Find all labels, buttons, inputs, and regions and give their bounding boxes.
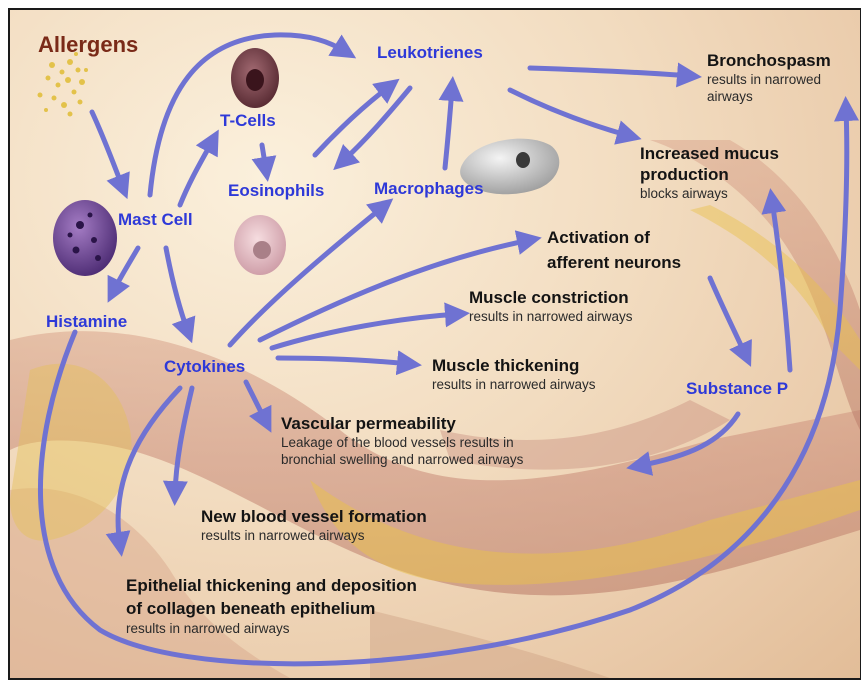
- vessel-desc: results in narrowed airways: [201, 527, 427, 544]
- eosinophil-icon: [234, 215, 286, 275]
- epithelial-desc: results in narrowed airways: [126, 620, 417, 637]
- vessel-block: New blood vessel formation results in na…: [201, 506, 427, 544]
- thickening-block: Muscle thickening results in narrowed ai…: [432, 355, 596, 393]
- cytokines-label: Cytokines: [164, 357, 245, 377]
- epithelial-title-line1: Epithelial thickening and deposition: [126, 574, 417, 598]
- diagram-frame: Allergens Mast Cell T-Cells Eosinophils …: [8, 8, 861, 680]
- bronchospasm-title: Bronchospasm: [707, 50, 857, 71]
- allergens-label: Allergens: [38, 32, 138, 58]
- thickening-desc: results in narrowed airways: [432, 376, 596, 393]
- mucus-title-line1: Increased mucus: [640, 143, 779, 164]
- constriction-desc: results in narrowed airways: [469, 308, 633, 325]
- constriction-title: Muscle constriction: [469, 287, 633, 308]
- constriction-block: Muscle constriction results in narrowed …: [469, 287, 633, 325]
- allergen-particles-icon: [38, 52, 89, 117]
- macrophages-label: Macrophages: [374, 179, 484, 199]
- mast-cell-icon: [53, 200, 117, 276]
- leukotrienes-label: Leukotrienes: [377, 43, 483, 63]
- mucus-block: Increased mucus production blocks airway…: [640, 143, 779, 202]
- vascular-block: Vascular permeability Leakage of the blo…: [281, 413, 523, 468]
- thickening-title: Muscle thickening: [432, 355, 596, 376]
- bronchospasm-desc: results in narrowed airways: [707, 71, 857, 105]
- vessel-title: New blood vessel formation: [201, 506, 427, 527]
- mast-cell-label: Mast Cell: [118, 210, 193, 230]
- bronchospasm-block: Bronchospasm results in narrowed airways: [707, 50, 857, 105]
- t-cells-label: T-Cells: [220, 111, 276, 131]
- afferent-title-line2: afferent neurons: [547, 250, 681, 275]
- afferent-title-line1: Activation of: [547, 225, 681, 250]
- mucus-desc: blocks airways: [640, 185, 779, 202]
- t-cell-icon: [231, 48, 279, 108]
- vascular-desc-line2: bronchial swelling and narrowed airways: [281, 451, 523, 468]
- histamine-label: Histamine: [46, 312, 127, 332]
- vascular-title: Vascular permeability: [281, 413, 523, 434]
- eosinophils-label: Eosinophils: [228, 181, 324, 201]
- epithelial-title-line2: of collagen beneath epithelium: [126, 598, 417, 620]
- vascular-desc-line1: Leakage of the blood vessels results in: [281, 434, 523, 451]
- afferent-block: Activation of afferent neurons: [547, 225, 681, 275]
- epithelial-block: Epithelial thickening and deposition of …: [126, 574, 417, 637]
- substance-p-label: Substance P: [686, 379, 788, 399]
- mucus-title-line2: production: [640, 164, 779, 185]
